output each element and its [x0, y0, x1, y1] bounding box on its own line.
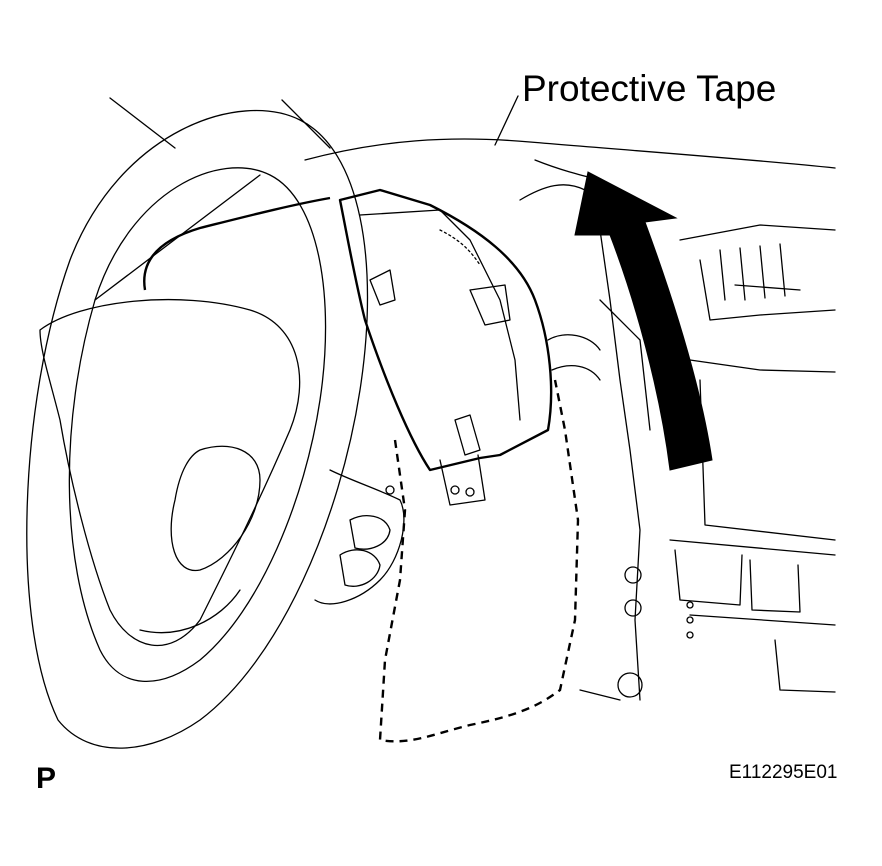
dashboard-outline: [109, 97, 836, 181]
combination-meter: [338, 188, 553, 506]
callout-label-protective-tape: Protective Tape: [522, 68, 777, 109]
wire-harness: [314, 334, 601, 605]
cluster-opening-outline: [378, 379, 580, 743]
figure-id: E112295E01: [729, 762, 838, 783]
removal-direction-arrow: [574, 171, 713, 471]
center-console: [519, 184, 836, 701]
callout-leader: [494, 95, 519, 146]
steering-wheel: [26, 109, 369, 749]
view-letter: P: [36, 762, 57, 795]
meter-bezel: [143, 196, 331, 291]
